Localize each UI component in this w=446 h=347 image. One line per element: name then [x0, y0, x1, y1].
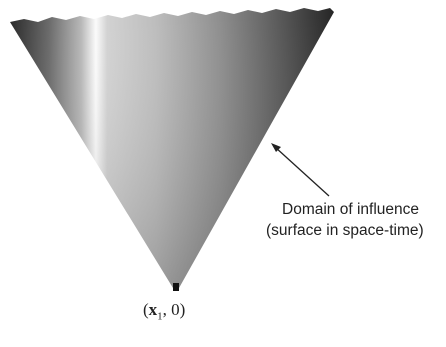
apex-label-rest: , 0): [163, 300, 186, 319]
light-cone-depth-shading: [10, 8, 334, 288]
apex-point: [173, 283, 179, 291]
callout-label-line1: Domain of influence: [282, 199, 419, 220]
apex-label-variable: x: [149, 300, 158, 319]
callout-label-line2: (surface in space-time): [266, 220, 424, 241]
apex-coordinate-label: (x1, 0): [143, 300, 185, 322]
callout-leader-line: [275, 147, 329, 196]
